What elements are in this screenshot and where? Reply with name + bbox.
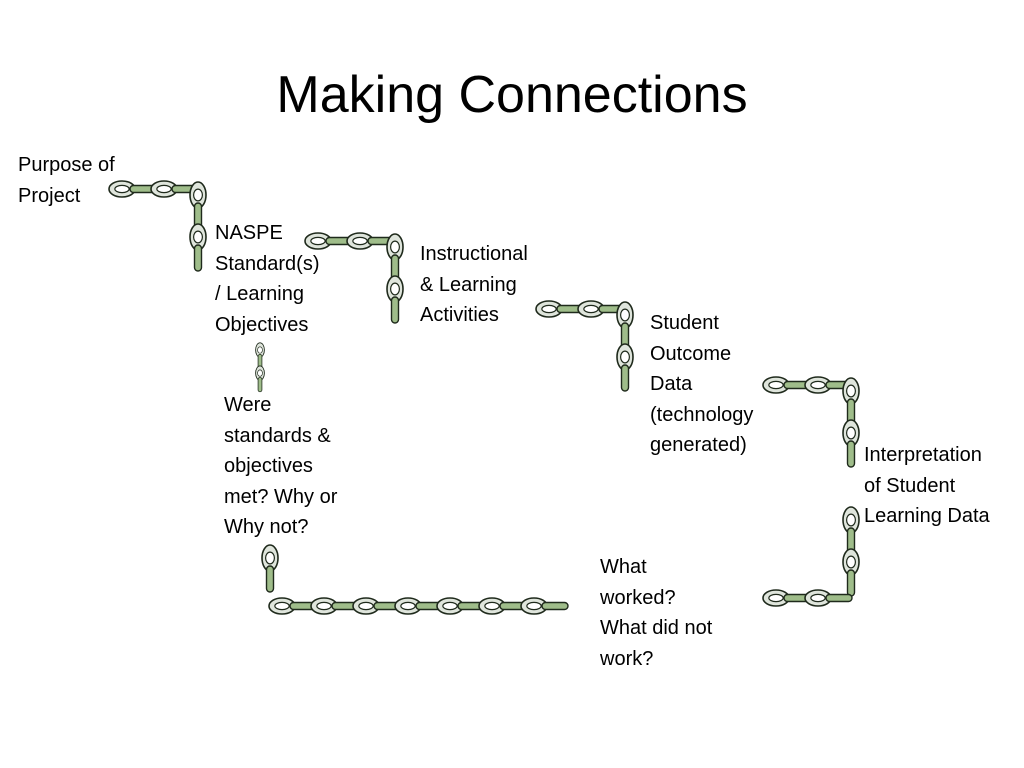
chain-link-icon — [616, 343, 634, 371]
chain-link-icon — [842, 377, 860, 405]
chain-link-icon — [304, 232, 332, 250]
chain-link-icon — [261, 544, 279, 572]
chain-link-icon — [541, 601, 569, 611]
chain-link-icon — [436, 597, 464, 615]
chain-link-icon — [390, 296, 400, 324]
chain-link-icon — [268, 597, 296, 615]
chain-link-icon — [150, 180, 178, 198]
chain-link-icon — [804, 589, 832, 607]
label-naspe-standards: NASPE Standard(s) / Learning Objectives — [215, 222, 320, 336]
chain-link-icon — [520, 597, 548, 615]
label-student-outcome-data: Student Outcome Data (technology generat… — [650, 312, 754, 456]
chain-link-icon — [825, 593, 853, 603]
chain-link-icon — [189, 223, 207, 251]
chain-link-icon — [846, 440, 856, 468]
chain-link-icon — [842, 548, 860, 576]
label-instructional-activities: Instructional & Learning Activities — [420, 243, 528, 326]
label-purpose-of-project: Purpose of Project — [18, 154, 115, 207]
label-what-worked: What worked? What did not work? — [600, 556, 713, 670]
chain-link-icon — [193, 244, 203, 272]
chain-link-icon — [265, 565, 275, 593]
chain-link-icon — [386, 275, 404, 303]
chain-link-icon — [257, 377, 263, 393]
chain-link-icon — [478, 597, 506, 615]
chain-link-icon — [620, 364, 630, 392]
slide-title: Making Connections — [276, 66, 748, 124]
chain-link-icon — [842, 419, 860, 447]
chain-link-icon — [394, 597, 422, 615]
label-were-standards-met: Were standards & objectives met? Why or … — [224, 394, 338, 538]
chain-link-icon — [189, 181, 207, 209]
chain-link-icon — [346, 232, 374, 250]
chain-link-icon — [255, 342, 265, 358]
chain-link-icon — [804, 376, 832, 394]
chain-link-icon — [255, 365, 265, 381]
chain-link-icon — [762, 589, 790, 607]
chain-link-icon — [846, 569, 856, 597]
label-interpretation: Interpretation of Student Learning Data — [864, 444, 990, 527]
chain-link-icon — [577, 300, 605, 318]
chain-link-icon — [352, 597, 380, 615]
